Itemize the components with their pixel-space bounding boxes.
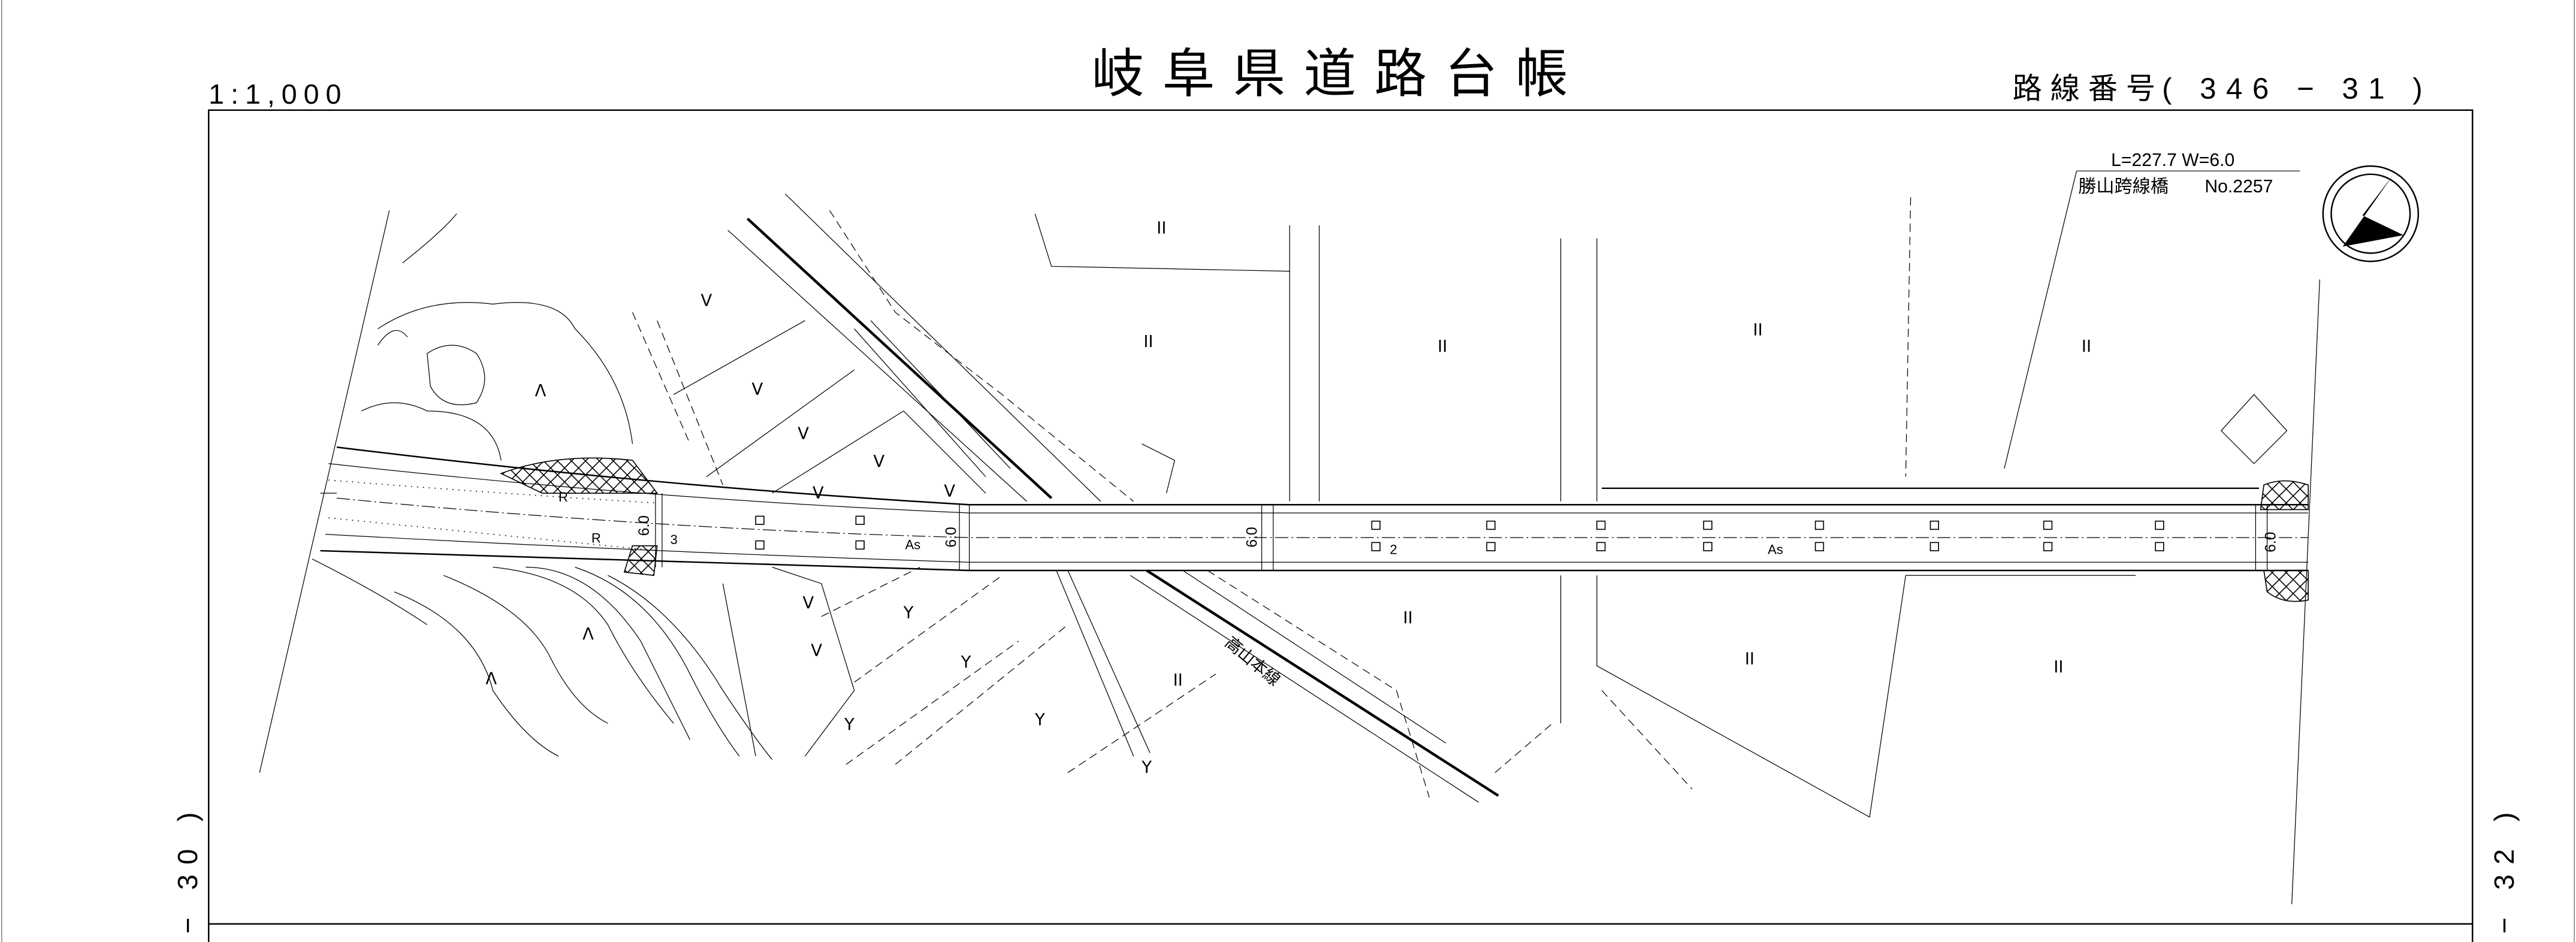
- field-symbol: II: [1143, 333, 1153, 351]
- mulberry-symbol: Y: [1034, 711, 1045, 729]
- railway-label: 高山本線: [1222, 633, 1284, 689]
- forest-symbol: Λ: [582, 625, 594, 644]
- paddy-symbol: V: [811, 642, 822, 660]
- land-use-symbols: II II II II II II II II II V V V V V V V…: [485, 219, 2091, 777]
- terrain-contours: [259, 210, 773, 773]
- scale-label: 1:1,000: [209, 78, 348, 110]
- surface-label: As: [905, 537, 921, 552]
- retaining-wall-hatch: [2263, 570, 2309, 602]
- bridge-name: 勝山跨線橋: [2078, 176, 2169, 197]
- mulberry-symbol: Y: [1141, 758, 1152, 777]
- paddy-symbol: V: [798, 424, 809, 443]
- route-label: 路線番号: [2013, 73, 2164, 105]
- section-label: 2: [1390, 542, 1397, 557]
- railway-takayama-line: [727, 194, 1499, 803]
- mulberry-symbol: Y: [844, 715, 854, 734]
- retaining-wall-hatch: [623, 545, 658, 576]
- paddy-symbol: V: [803, 594, 814, 612]
- width-label: 6.0: [636, 515, 653, 536]
- width-label: 6.0: [2263, 532, 2279, 552]
- forest-symbol: Λ: [485, 669, 497, 688]
- road-prefectural-route: [320, 446, 2309, 576]
- mulberry-symbol: Y: [961, 653, 971, 672]
- field-symbol: II: [1753, 321, 1763, 340]
- width-label: 6.0: [1244, 527, 1260, 547]
- road-markers: [755, 515, 2164, 551]
- map-frame: [207, 109, 2474, 925]
- sheet-title: 岐阜県道路台帳: [1092, 45, 1586, 104]
- paddy-symbol: V: [873, 452, 884, 471]
- paddy-symbol: V: [813, 484, 824, 502]
- section-label: 3: [671, 532, 678, 547]
- bridge-dimensions: L=227.7 W=6.0: [2111, 150, 2234, 170]
- retaining-wall-hatch: [500, 457, 659, 494]
- field-symbol: II: [1173, 671, 1183, 690]
- surface-label: As: [1768, 542, 1783, 557]
- property-lines: [1034, 197, 2320, 904]
- paddy-symbol: V: [701, 291, 712, 310]
- field-symbol: II: [2082, 337, 2091, 356]
- field-symbol: II: [1438, 337, 1447, 356]
- bridge-leader-line: [2004, 171, 2077, 469]
- retaining-wall-hatch: [2260, 480, 2309, 511]
- field-symbol: II: [1403, 609, 1413, 627]
- north-arrow-icon: [2322, 165, 2420, 262]
- plot-boundaries: [632, 312, 1693, 790]
- field-symbol: II: [1156, 219, 1166, 238]
- retaining-wall-label: R: [558, 490, 568, 505]
- paddy-symbol: V: [752, 380, 763, 398]
- field-symbol: II: [2053, 658, 2063, 677]
- retaining-wall-label: R: [591, 530, 601, 545]
- bridge-number: No.2257: [2204, 177, 2273, 197]
- previous-sheet-ref[interactable]: − 30 ): [172, 802, 203, 934]
- forest-symbol: Λ: [535, 382, 546, 400]
- mulberry-symbol: Y: [903, 604, 914, 623]
- route-number: ( 346 − 31 ): [2162, 73, 2432, 105]
- next-sheet-ref[interactable]: − 32 ): [2489, 802, 2520, 934]
- paddy-symbol: V: [944, 482, 955, 501]
- field-symbol: II: [1745, 650, 1754, 668]
- width-label: 6.0: [944, 527, 960, 547]
